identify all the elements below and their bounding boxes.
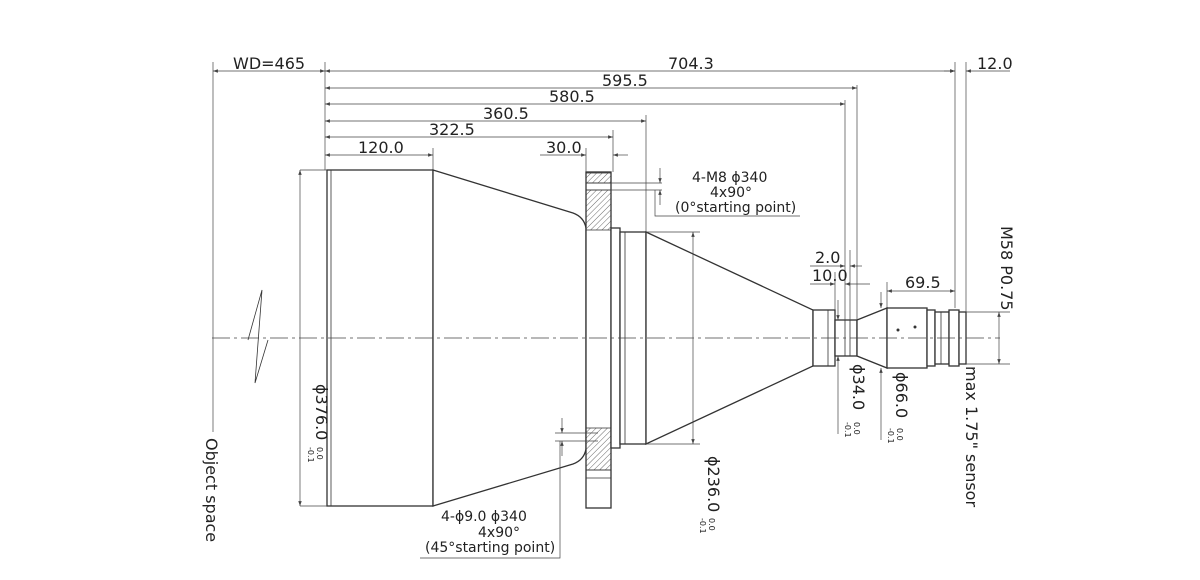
svg-text:-0.1: -0.1 (306, 447, 315, 463)
dia-66: ϕ66.0 (892, 372, 911, 418)
svg-text:0.0: 0.0 (895, 428, 904, 441)
break-symbol (247, 289, 269, 384)
dim-580: 580.5 (549, 87, 595, 106)
bottom-hole-note-3: (45°starting point) (425, 540, 555, 556)
top-hole-note-3: (0°starting point) (675, 200, 796, 216)
dim-595: 595.5 (602, 71, 648, 90)
dim-wd: WD=465 (233, 54, 305, 73)
hole-callouts: 4-M8 ϕ340 4x90° (0°starting point) 4-ϕ9.… (420, 168, 800, 559)
dim-2: 2.0 (815, 248, 840, 267)
dim-10: 10.0 (812, 266, 848, 285)
svg-text:0.0: 0.0 (315, 447, 324, 460)
sensor-spec: max 1.75" sensor (962, 366, 981, 507)
dia-34: ϕ34.0 (849, 364, 868, 410)
svg-text:0.0: 0.0 (852, 422, 861, 435)
diameter-dimensions: ϕ376.0 0.0 -0.1 ϕ236.0 0.0 -0.1 ϕ34.0 0.… (202, 170, 1016, 542)
thread-spec: M58 P0.75 (997, 226, 1016, 311)
flange-hole-top (585, 172, 612, 184)
dim-120: 120.0 (358, 138, 404, 157)
svg-text:-0.1: -0.1 (843, 422, 852, 438)
horizontal-dimensions: WD=465 704.3 12.0 595.5 580.5 360.5 322.… (213, 54, 1013, 320)
bottom-hole-note-2: 4x90° (478, 525, 520, 541)
svg-text:-0.1: -0.1 (886, 428, 895, 444)
flange-section-top (585, 189, 612, 231)
bottom-hole-note-1: 4-ϕ9.0 ϕ340 (441, 509, 527, 525)
dim-322: 322.5 (429, 120, 475, 139)
object-space: Object space (202, 438, 221, 542)
svg-text:-0.1: -0.1 (698, 518, 707, 534)
dim-total: 704.3 (668, 54, 714, 73)
dim-30: 30.0 (546, 138, 582, 157)
top-hole-note-1: 4-M8 ϕ340 (692, 170, 767, 186)
dia-376: ϕ376.0 (312, 384, 331, 440)
dim-12: 12.0 (977, 54, 1013, 73)
flange-section-bottom (585, 427, 612, 471)
lens-body (326, 169, 967, 509)
top-hole-note-2: 4x90° (710, 185, 752, 201)
dia-236: ϕ236.0 (704, 456, 723, 512)
dim-69: 69.5 (905, 273, 941, 292)
svg-text:0.0: 0.0 (707, 518, 716, 531)
dim-360: 360.5 (483, 104, 529, 123)
